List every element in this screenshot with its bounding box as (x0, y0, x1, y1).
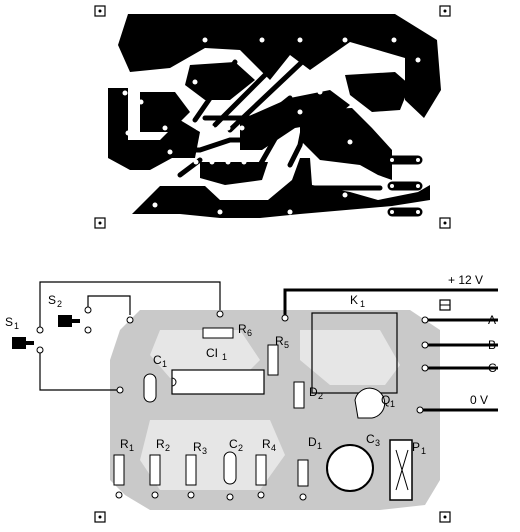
label-ic1-num: 1 (222, 352, 227, 362)
label-switch1: S (5, 315, 13, 329)
label-power-ground: 0 V (470, 393, 488, 407)
label-output-a: A (488, 313, 496, 327)
label-c2-num: 2 (238, 443, 243, 453)
ic-ci1 (171, 369, 265, 395)
label-d1: D (308, 435, 317, 449)
drill-holes (122, 37, 421, 215)
capacitor-c3 (326, 444, 374, 492)
power-leads (283, 288, 498, 412)
label-d1-num: 1 (317, 441, 322, 451)
registration-mark-bottom-right-2 (439, 511, 451, 523)
copper-region-right-small (345, 72, 410, 112)
copper-region-right (300, 108, 392, 180)
trimmer-p1-wiper (395, 449, 409, 491)
label-q1: Q (381, 393, 390, 407)
resistor-r1 (113, 454, 125, 486)
label-relay-num: 1 (360, 299, 365, 309)
label-r1-num: 1 (129, 443, 134, 453)
label-relay: K (350, 293, 358, 307)
registration-mark-mid-right (439, 299, 451, 311)
relay-k1 (311, 312, 398, 394)
label-switch2-num: 2 (57, 299, 62, 309)
resistor-r4 (255, 454, 267, 486)
label-d2: D (309, 385, 318, 399)
label-q1-num: 1 (390, 399, 395, 409)
capacitor-c1 (143, 373, 157, 403)
registration-mark-bottom-right (439, 217, 451, 229)
label-r3: R (193, 440, 202, 454)
copper-region-bottom (132, 158, 430, 218)
label-ic1: CI (206, 346, 218, 360)
label-r5-num: 5 (284, 340, 289, 350)
label-c1-num: 1 (162, 359, 167, 369)
labels: + 12 V 0 V A B C K 1 S 1 S 2 C 1 CI 1 R … (5, 273, 497, 456)
resistor-r2 (149, 454, 161, 486)
label-power-positive: + 12 V (448, 273, 483, 287)
label-r4-num: 4 (271, 443, 276, 453)
label-c1: C (153, 353, 162, 367)
resistor-r3 (185, 454, 197, 486)
label-r6-num: 6 (247, 328, 252, 338)
label-r6: R (238, 322, 247, 336)
label-d2-num: 2 (318, 391, 323, 401)
label-c2: C (229, 437, 238, 451)
transistor-q1 (354, 387, 386, 419)
label-r5: R (275, 334, 284, 348)
label-output-c: C (488, 361, 497, 375)
diode-d1 (297, 459, 309, 487)
diode-d2 (293, 381, 305, 409)
copper-region-bottom-center (200, 162, 268, 185)
resistor-r5 (267, 344, 279, 376)
label-output-b: B (488, 338, 496, 352)
label-switch2: S (48, 293, 56, 307)
switch-s1 (12, 326, 44, 354)
copper-layout (94, 5, 451, 229)
registration-mark-top-left (94, 5, 106, 17)
label-r1: R (120, 437, 129, 451)
label-switch1-num: 1 (14, 321, 19, 331)
component-pads (115, 310, 429, 501)
label-c3: C (366, 432, 375, 446)
wiring (39, 281, 221, 391)
trimmer-p1 (389, 439, 413, 501)
label-c3-num: 3 (375, 438, 380, 448)
copper-region-top (118, 14, 441, 118)
label-p1: P (412, 440, 420, 454)
copper-pad-strips (387, 155, 423, 217)
registration-mark-bottom-left-2 (94, 511, 106, 523)
label-p1-num: 1 (421, 446, 426, 456)
resistor-r6 (202, 327, 234, 339)
component-layout (12, 281, 498, 523)
switch-s2 (58, 306, 92, 334)
copper-region-left-inner (140, 92, 190, 132)
registration-mark-bottom-left (94, 217, 106, 229)
registration-mark-top-right (439, 5, 451, 17)
label-r2-num: 2 (165, 443, 170, 453)
copper-traces (157, 27, 383, 208)
label-r4: R (262, 437, 271, 451)
label-r3-num: 3 (202, 446, 207, 456)
label-r2: R (156, 437, 165, 451)
capacitor-c2 (223, 451, 237, 485)
